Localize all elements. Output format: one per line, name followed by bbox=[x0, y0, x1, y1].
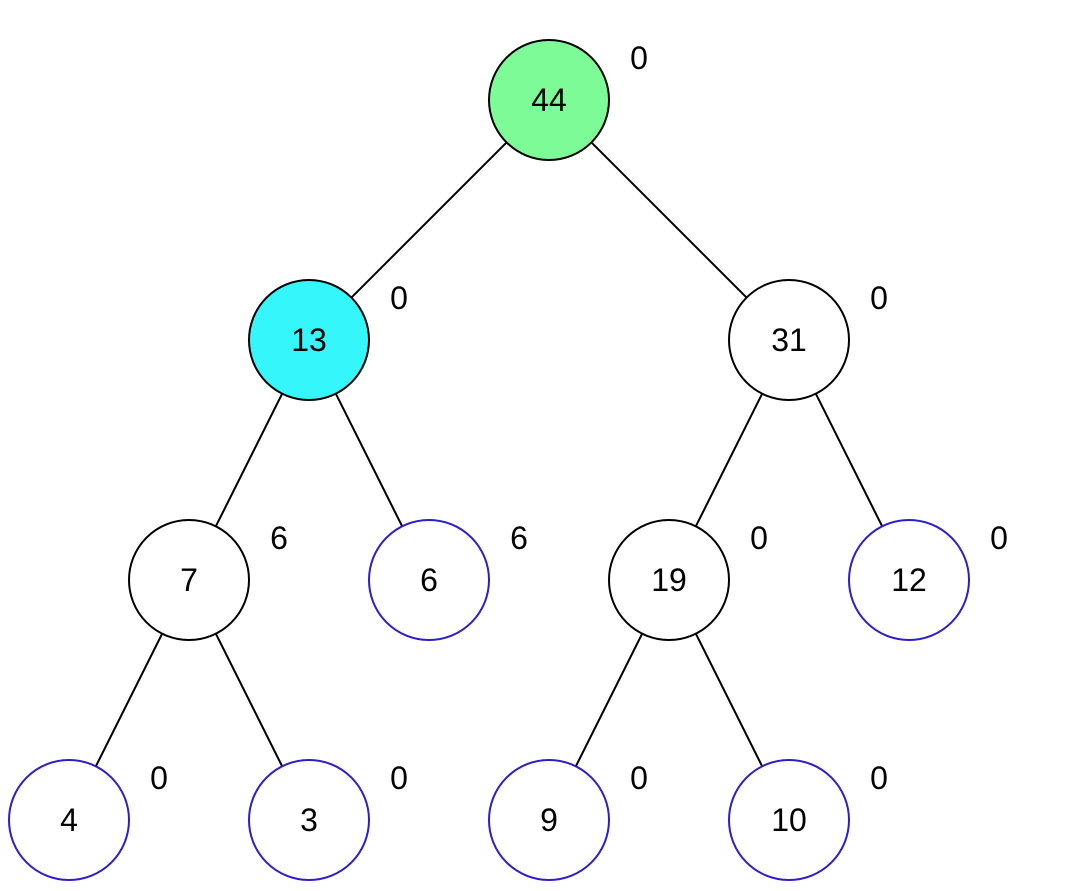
node-annotation-label: 6 bbox=[270, 520, 288, 556]
node-annotation-label: 0 bbox=[390, 760, 408, 796]
node-value-label: 10 bbox=[771, 802, 807, 838]
node-annotation-label: 0 bbox=[870, 280, 888, 316]
node-value-label: 3 bbox=[300, 802, 318, 838]
node-annotation-label: 0 bbox=[630, 40, 648, 76]
node-circle bbox=[248, 279, 370, 401]
node-circle bbox=[608, 519, 730, 641]
node-value-label: 12 bbox=[891, 562, 927, 598]
node-value-label: 13 bbox=[291, 322, 327, 358]
tree-node-13: 13 0 bbox=[248, 279, 408, 401]
node-circle bbox=[488, 39, 610, 161]
tree-node-7: 76 bbox=[128, 519, 288, 641]
tree-edge-7-4 bbox=[94, 633, 164, 767]
tree-node-9: 90 bbox=[488, 759, 648, 881]
node-circle bbox=[248, 759, 370, 881]
node-value-label: 9 bbox=[540, 802, 558, 838]
node-annotation-label: 0 bbox=[750, 520, 768, 556]
node-circle bbox=[728, 759, 850, 881]
tree-node-10: 10 0 bbox=[728, 759, 888, 881]
node-circle bbox=[728, 279, 850, 401]
node-circle bbox=[368, 519, 490, 641]
tree-node-4: 40 bbox=[8, 759, 168, 881]
tree-edge-31-12 bbox=[814, 393, 884, 527]
tree-edge-13-7 bbox=[214, 393, 284, 527]
tree-node-44: 44 0 bbox=[488, 39, 648, 161]
tree-edge-7-3 bbox=[214, 633, 284, 767]
node-annotation-label: 0 bbox=[150, 760, 168, 796]
tree-edge-44-13 bbox=[350, 141, 508, 299]
tree-edge-31-19 bbox=[694, 393, 764, 527]
node-annotation-label: 0 bbox=[870, 760, 888, 796]
node-value-label: 19 bbox=[651, 562, 687, 598]
node-value-label: 4 bbox=[60, 802, 78, 838]
node-annotation-label: 0 bbox=[990, 520, 1008, 556]
tree-edge-19-10 bbox=[694, 633, 764, 767]
tree-edge-44-31 bbox=[590, 141, 748, 299]
tree-node-31: 31 0 bbox=[728, 279, 888, 401]
node-circle bbox=[488, 759, 610, 881]
tree-node-3: 30 bbox=[248, 759, 408, 881]
tree-node-6: 66 bbox=[368, 519, 528, 641]
node-circle bbox=[848, 519, 970, 641]
node-value-label: 6 bbox=[420, 562, 438, 598]
tree-node-12: 12 0 bbox=[848, 519, 1008, 641]
node-circle bbox=[8, 759, 130, 881]
node-annotation-label: 6 bbox=[510, 520, 528, 556]
node-value-label: 44 bbox=[531, 82, 567, 118]
node-annotation-label: 0 bbox=[390, 280, 408, 316]
tree-edge-13-6 bbox=[334, 393, 404, 527]
tree-node-19: 19 0 bbox=[608, 519, 768, 641]
tree-edge-19-9 bbox=[574, 633, 644, 767]
node-value-label: 31 bbox=[771, 322, 807, 358]
node-value-label: 7 bbox=[180, 562, 198, 598]
edges-layer bbox=[94, 141, 884, 767]
node-annotation-label: 0 bbox=[630, 760, 648, 796]
node-circle bbox=[128, 519, 250, 641]
